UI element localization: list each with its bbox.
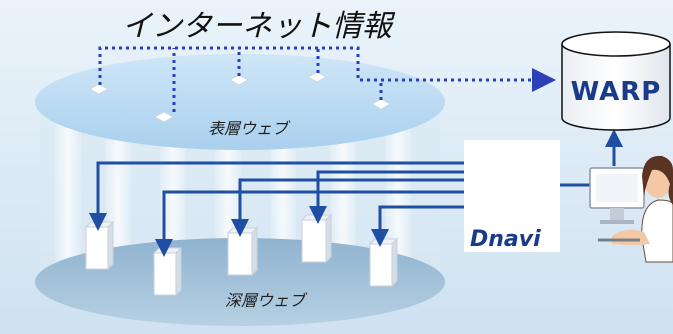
user-person-icon: [598, 155, 673, 263]
deep-web-disc: [35, 238, 445, 326]
dnavi-logo: Dnavi: [464, 140, 560, 252]
deep-web-label: 深層ウェブ: [225, 291, 308, 310]
surface-web-label: 表層ウェブ: [208, 119, 291, 138]
warp-database: WARP: [561, 31, 671, 131]
diagram-title: インターネット情報: [122, 9, 396, 44]
warp-label: WARP: [571, 77, 662, 107]
crawl-dotted-lines: [98, 46, 556, 112]
document-node-icon: [229, 74, 249, 86]
document-node-icon: [154, 111, 174, 123]
deep-web-servers: [84, 213, 399, 297]
server-block-icon: [300, 213, 333, 264]
computer-monitor-icon: [589, 167, 645, 224]
server-block-icon: [84, 220, 115, 271]
server-block-icon: [226, 226, 259, 277]
server-block-icon: [368, 237, 399, 288]
dnavi-logo-text: Dnavi: [470, 227, 541, 252]
server-block-icon: [152, 246, 183, 297]
database-icon: [561, 44, 671, 131]
surface-web-disc: [35, 54, 445, 150]
document-node-icon: [371, 98, 391, 110]
surface-document-nodes: [89, 71, 391, 123]
document-node-icon: [89, 83, 109, 95]
document-node-icon: [307, 71, 327, 83]
